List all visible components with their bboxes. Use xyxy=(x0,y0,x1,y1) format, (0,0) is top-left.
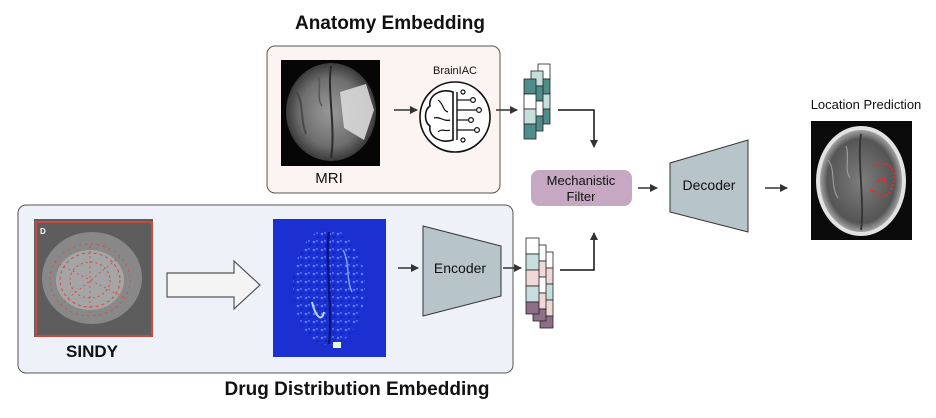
mri-image xyxy=(281,60,380,166)
filter-label-line1: Mechanistic xyxy=(547,173,616,188)
filter-label-line2: Filter xyxy=(567,189,597,204)
location-prediction-image xyxy=(811,121,912,240)
sindy-label: SINDY xyxy=(66,342,119,361)
mri-label: MRI xyxy=(315,170,343,187)
arrow-drug-to-filter xyxy=(560,232,598,271)
drug-embedding-stack xyxy=(525,237,554,329)
encoder-label: Encoder xyxy=(434,260,486,276)
sindy-panel-letter: D xyxy=(40,227,46,236)
encoder-block xyxy=(422,225,502,317)
anatomy-embedding-title: Anatomy Embedding xyxy=(295,13,485,34)
arrow-anatomy-to-filter xyxy=(558,109,598,148)
brainiac-label: BrainIAC xyxy=(433,65,477,77)
drug-distribution-heatmap xyxy=(273,219,386,357)
brain-circuit-icon xyxy=(419,81,491,153)
drug-distribution-title: Drug Distribution Embedding xyxy=(225,379,490,400)
location-prediction-title: Location Prediction xyxy=(811,97,922,112)
anatomy-embedding-stack xyxy=(523,63,551,140)
decoder-block xyxy=(669,139,749,233)
decoder-label: Decoder xyxy=(683,177,736,193)
mechanistic-filter-block xyxy=(531,170,632,206)
sindy-vector-field-image: D xyxy=(34,219,153,337)
hollow-right-arrow-icon xyxy=(166,259,261,311)
